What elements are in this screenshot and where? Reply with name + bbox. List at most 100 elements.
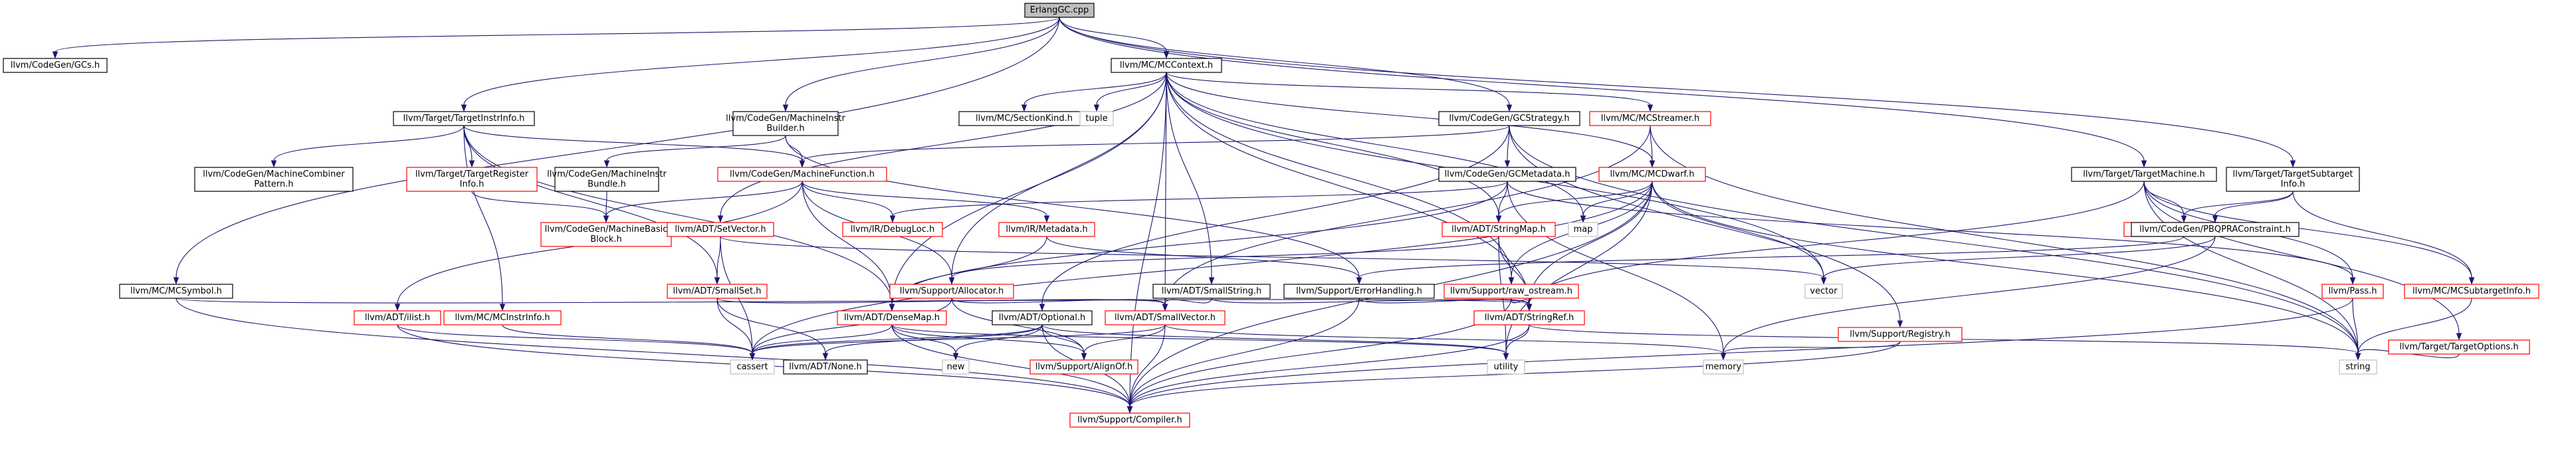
- node-registry[interactable]: llvm/Support/Registry.h: [1838, 327, 1963, 342]
- node-label: llvm/ADT/Optional.h: [999, 313, 1086, 323]
- edge-targetinstrinfo-to-densemap: [463, 125, 895, 312]
- edge-mcstreamer-to-smallvector: [1162, 125, 1651, 312]
- node-rawostream[interactable]: llvm/Support/raw_ostream.h: [1444, 284, 1579, 299]
- edge-densemap-to-alignof: [891, 324, 1087, 361]
- edge-mccontext-to-map: [1166, 72, 1586, 223]
- node-machinefunction[interactable]: llvm/CodeGen/MachineFunction.h: [717, 167, 887, 182]
- node-label: Pattern.h: [254, 179, 293, 189]
- node-setvector[interactable]: llvm/ADT/SetVector.h: [667, 222, 774, 237]
- node-targetoptions[interactable]: llvm/Target/TargetOptions.h: [2388, 339, 2530, 355]
- edge-stringmap-to-allocator: [948, 236, 1499, 285]
- edge-setvector-to-smallset: [714, 236, 721, 285]
- edge-targetsubtarget-to-mcsubtarget: [2292, 191, 2475, 285]
- node-targetinstrinfo[interactable]: llvm/Target/TargetInstrInfo.h: [393, 111, 535, 126]
- node-smallstring[interactable]: llvm/ADT/SmallString.h: [1152, 284, 1271, 299]
- edge-root-to-mib: [782, 17, 1060, 112]
- node-mcdwarf[interactable]: llvm/MC/MCDwarf.h: [1598, 167, 1706, 182]
- node-pbqp[interactable]: llvm/CodeGen/PBQPRAConstraint.h: [2131, 222, 2300, 237]
- node-pass[interactable]: llvm/Pass.h: [2321, 284, 2384, 299]
- edge-targetinstrinfo-to-mcinstrinfo: [463, 125, 506, 312]
- node-label: llvm/Pass.h: [2328, 286, 2377, 296]
- node-label: llvm/MC/MCSymbol.h: [130, 286, 222, 296]
- node-stringref[interactable]: llvm/ADT/StringRef.h: [1473, 310, 1585, 325]
- node-new: new: [942, 359, 970, 375]
- node-densemap[interactable]: llvm/ADT/DenseMap.h: [837, 310, 947, 325]
- edge-registry-to-compiler: [1127, 341, 1901, 414]
- node-sectionkind[interactable]: llvm/MC/SectionKind.h: [958, 111, 1090, 126]
- node-label: string: [2345, 362, 2370, 372]
- node-metadata[interactable]: llvm/IR/Metadata.h: [998, 222, 1095, 237]
- node-label: llvm/CodeGen/MachineInstr: [547, 169, 667, 179]
- node-label: Builder.h: [766, 124, 804, 134]
- node-utility: utility: [1487, 359, 1525, 375]
- edge-registry-to-memory: [1720, 341, 1901, 361]
- edge-metadata-to-errorhandling: [1046, 236, 1362, 285]
- edge-targetinstrinfo-to-targetregister: [463, 125, 475, 168]
- node-stringmap[interactable]: llvm/ADT/StringMap.h: [1442, 222, 1556, 237]
- edge-metadata-to-densemap: [889, 236, 1047, 312]
- node-map: map: [1568, 222, 1598, 237]
- node-label: Bundle.h: [588, 179, 626, 189]
- edge-targetsubtarget-to-pbqp: [2212, 191, 2294, 223]
- node-mcinstrinfo[interactable]: llvm/MC/MCInstrInfo.h: [443, 310, 562, 325]
- node-label: llvm/ADT/StringRef.h: [1485, 313, 1574, 323]
- node-debugloc[interactable]: llvm/IR/DebugLoc.h: [842, 222, 943, 237]
- node-smallvector[interactable]: llvm/ADT/SmallVector.h: [1105, 310, 1226, 325]
- edge-rawostream-to-stringref: [1511, 298, 1533, 312]
- node-ilist[interactable]: llvm/ADT/ilist.h: [354, 310, 441, 325]
- node-alignof[interactable]: llvm/Support/AlignOf.h: [1029, 359, 1138, 375]
- node-gcs[interactable]: llvm/CodeGen/GCs.h: [3, 58, 108, 73]
- node-mccontext[interactable]: llvm/MC/MCContext.h: [1111, 58, 1222, 73]
- node-compiler[interactable]: llvm/Support/Compiler.h: [1069, 412, 1190, 428]
- edge-root-to-targetmachine: [1059, 17, 2147, 168]
- edge-supportcodegen-to-errorhandling: [1356, 236, 2185, 285]
- edge-optional-to-alignof: [1041, 324, 1087, 361]
- node-allocator[interactable]: llvm/Support/Allocator.h: [889, 284, 1014, 299]
- node-root[interactable]: ErlangGC.cpp: [1024, 3, 1095, 18]
- node-label: llvm/Support/AlignOf.h: [1035, 362, 1133, 372]
- edge-mcdwarf-to-string: [1652, 181, 2361, 361]
- edge-gcstrategy-to-gcmetadata: [1504, 125, 1511, 168]
- edge-stringmap-to-stringref: [1498, 236, 1533, 312]
- node-none[interactable]: llvm/ADT/None.h: [783, 359, 868, 375]
- node-smallset[interactable]: llvm/ADT/SmallSet.h: [667, 284, 768, 299]
- edge-root-to-gcs: [52, 17, 1060, 59]
- node-label: llvm/ADT/SmallString.h: [1162, 286, 1261, 296]
- edge-smallvector-to-memory: [1164, 324, 1727, 361]
- node-layer: ErlangGC.cpp llvm/CodeGen/GCs.h llvm/MC/MC…: [3, 3, 2539, 428]
- node-label: llvm/ADT/SetVector.h: [675, 225, 766, 234]
- node-mcstreamer[interactable]: llvm/MC/MCStreamer.h: [1589, 111, 1711, 126]
- edge-pass-to-compiler: [1127, 298, 2353, 414]
- node-label: Info.h: [460, 179, 484, 189]
- node-label: llvm/MC/MCSubtargetInfo.h: [2413, 286, 2531, 296]
- node-label: llvm/ADT/DenseMap.h: [844, 313, 940, 323]
- edge-root-to-mcsymbol: [173, 17, 1060, 285]
- edge-targetmachine-to-targetoptions: [2143, 181, 2462, 341]
- node-label: llvm/CodeGen/GCMetadata.h: [1444, 169, 1570, 179]
- node-label: llvm/Support/Allocator.h: [900, 286, 1004, 296]
- node-targetmachine[interactable]: llvm/Target/TargetMachine.h: [2071, 167, 2217, 182]
- node-gcmetadata[interactable]: llvm/CodeGen/GCMetadata.h: [1438, 167, 1576, 182]
- node-errorhandling[interactable]: llvm/Support/ErrorHandling.h: [1283, 284, 1435, 299]
- edge-mccontext-to-smallvector: [1162, 72, 1168, 312]
- node-gcstrategy[interactable]: llvm/CodeGen/GCStrategy.h: [1438, 111, 1580, 126]
- node-mcsymbol[interactable]: llvm/MC/MCSymbol.h: [119, 284, 233, 299]
- node-mcsubtarget[interactable]: llvm/MC/MCSubtargetInfo.h: [2404, 284, 2539, 299]
- edge-mccontext-to-smallstring: [1166, 72, 1215, 285]
- edge-root-to-targetsubtarget: [1059, 17, 2296, 168]
- node-label: llvm/CodeGen/GCs.h: [11, 60, 100, 70]
- edge-setvector-to-vector: [720, 236, 1827, 285]
- node-label: llvm/IR/Metadata.h: [1006, 225, 1087, 234]
- node-label: llvm/CodeGen/PBQPRAConstraint.h: [2139, 225, 2291, 234]
- node-optional[interactable]: llvm/ADT/Optional.h: [992, 310, 1093, 325]
- edge-smallstring-to-smallvector: [1162, 298, 1212, 312]
- edge-root-to-mccontext: [1059, 17, 1170, 59]
- edge-mcdwarf-to-vector: [1652, 181, 1827, 285]
- node-label: llvm/CodeGen/MachineFunction.h: [730, 169, 875, 179]
